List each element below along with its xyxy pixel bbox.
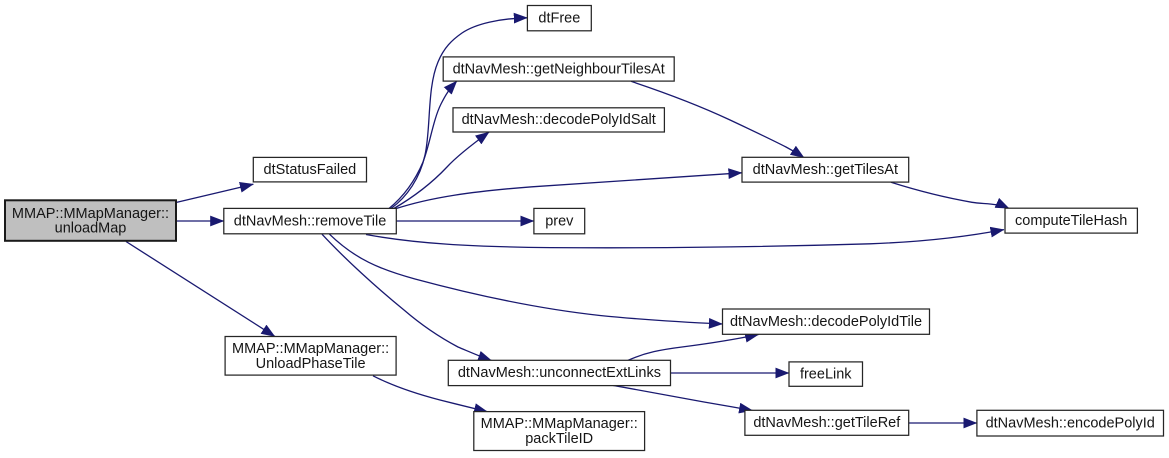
svg-text:MMAP::MMapManager::: MMAP::MMapManager:: <box>232 341 389 357</box>
svg-text:MMAP::MMapManager::: MMAP::MMapManager:: <box>481 416 638 432</box>
svg-text:unloadMap: unloadMap <box>55 221 127 237</box>
svg-text:dtNavMesh::getNeighbourTilesAt: dtNavMesh::getNeighbourTilesAt <box>453 61 665 77</box>
svg-text:freeLink: freeLink <box>800 366 852 382</box>
svg-text:dtNavMesh::decodePolyIdSalt: dtNavMesh::decodePolyIdSalt <box>462 112 656 128</box>
svg-text:dtNavMesh::unconnectExtLinks: dtNavMesh::unconnectExtLinks <box>458 365 661 381</box>
svg-text:dtNavMesh::getTilesAt: dtNavMesh::getTilesAt <box>753 162 898 178</box>
svg-text:dtFree: dtFree <box>538 10 580 26</box>
svg-text:dtNavMesh::decodePolyIdTile: dtNavMesh::decodePolyIdTile <box>730 314 922 330</box>
svg-text:dtNavMesh::encodePolyId: dtNavMesh::encodePolyId <box>986 416 1155 432</box>
svg-text:prev: prev <box>545 213 574 229</box>
svg-text:dtNavMesh::removeTile: dtNavMesh::removeTile <box>234 213 387 229</box>
svg-text:packTileID: packTileID <box>525 431 593 447</box>
svg-text:UnloadPhaseTile: UnloadPhaseTile <box>256 356 366 372</box>
svg-text:dtStatusFailed: dtStatusFailed <box>264 162 357 178</box>
svg-text:computeTileHash: computeTileHash <box>1015 213 1127 229</box>
svg-text:MMAP::MMapManager::: MMAP::MMapManager:: <box>12 206 169 222</box>
svg-text:dtNavMesh::getTileRef: dtNavMesh::getTileRef <box>753 415 901 431</box>
